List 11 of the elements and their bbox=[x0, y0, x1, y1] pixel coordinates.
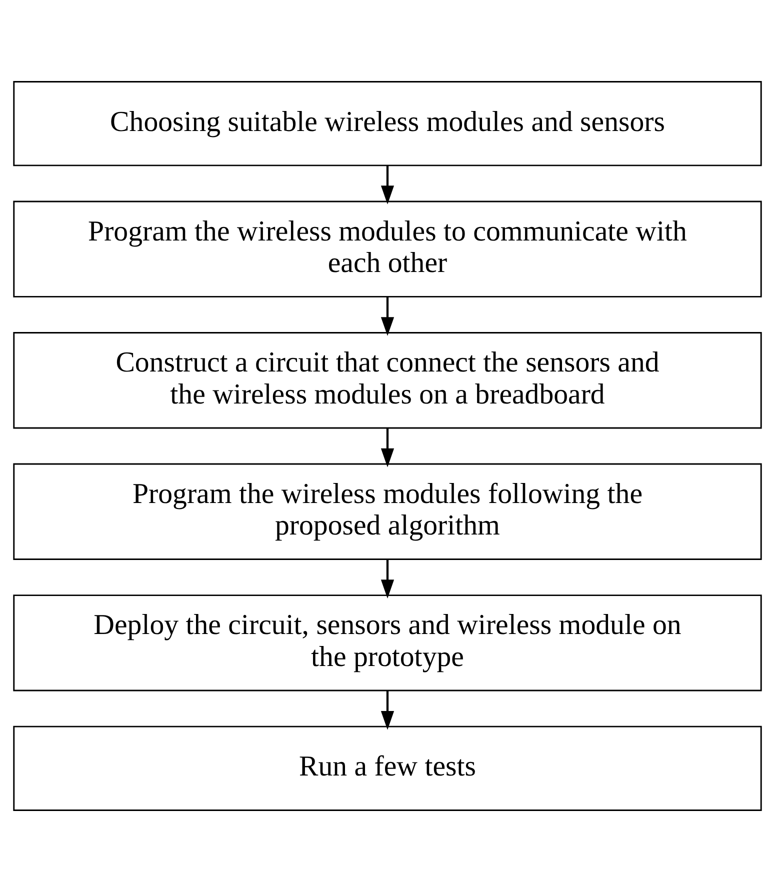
arrow bbox=[380, 428, 394, 468]
arrow bbox=[380, 296, 394, 336]
arrow bbox=[380, 166, 394, 204]
node-box: Deploy the circuit, sensors and wireless module on the prototype bbox=[13, 594, 762, 692]
arrow bbox=[380, 559, 394, 598]
node-box: Program the wireless modules to communicate with each other bbox=[13, 200, 762, 298]
node-box: Run a few tests bbox=[13, 726, 762, 811]
node-box: Construct a circuit that connect the sensors and the wireless modules on a breadboard bbox=[13, 332, 762, 429]
node-box: Choosing suitable wireless modules and sensors bbox=[13, 81, 762, 166]
node-box: Program the wireless modules following the proposed algorithm bbox=[13, 463, 762, 560]
arrow bbox=[380, 690, 394, 730]
